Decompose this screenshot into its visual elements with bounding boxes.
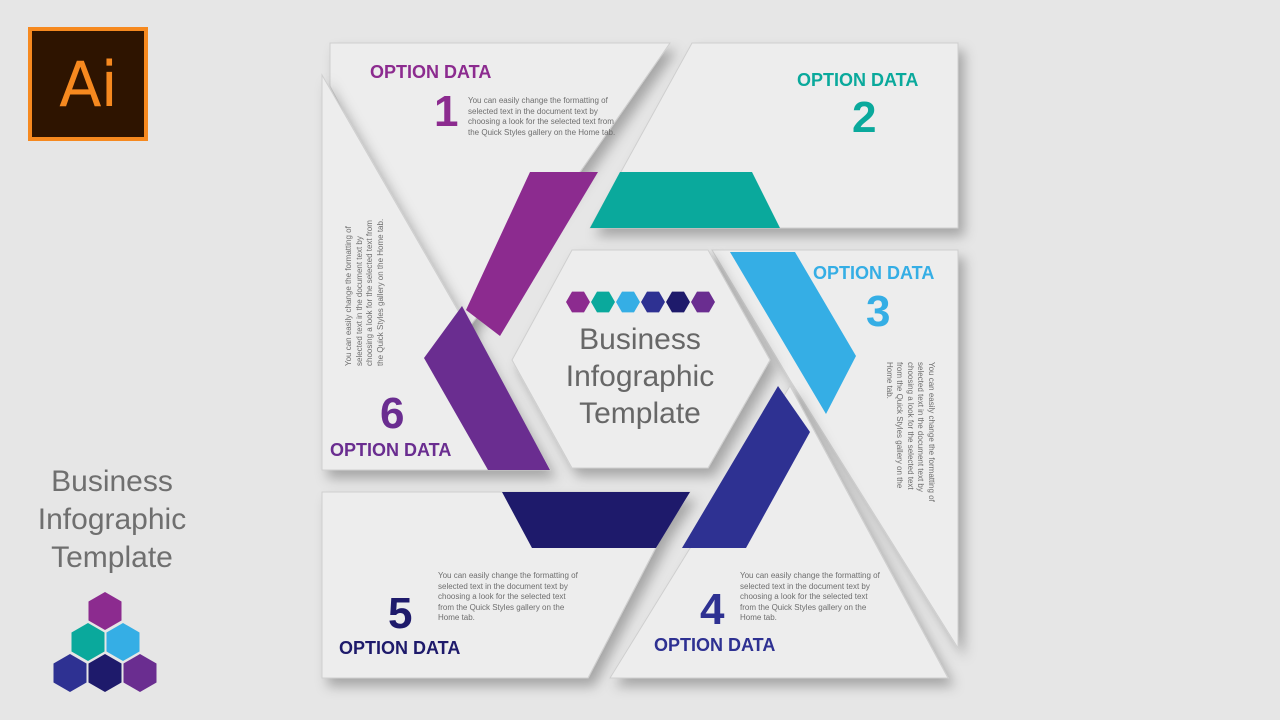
segment-1-purple bbox=[466, 172, 598, 336]
center-hexagon-5 bbox=[666, 291, 690, 313]
option-3-number: 3 bbox=[866, 287, 891, 336]
center-hexagon-row bbox=[566, 291, 715, 313]
center-hexagon-4 bbox=[641, 291, 665, 313]
option-3-body: You can easily change the formatting of … bbox=[885, 362, 936, 502]
center-title: Business Infographic Template bbox=[550, 321, 730, 432]
center-title-line-2: Infographic bbox=[565, 360, 715, 393]
segment-2-teal bbox=[590, 172, 780, 228]
center-title-line-1: Business bbox=[579, 323, 701, 356]
illustrator-logo: Ai bbox=[28, 27, 148, 141]
option-5-label: OPTION DATA bbox=[339, 638, 461, 658]
option-5-body: You can easily change the formatting of … bbox=[438, 571, 578, 622]
illustrator-logo-text: Ai bbox=[59, 47, 118, 121]
pyramid-hexagon-4 bbox=[53, 654, 87, 692]
panel-option-3 bbox=[711, 249, 959, 650]
option-6-label: OPTION DATA bbox=[330, 440, 452, 460]
segment-6-violet bbox=[424, 306, 550, 470]
center-hexagon-3 bbox=[616, 291, 640, 313]
option-1-body: You can easily change the formatting of … bbox=[468, 96, 616, 137]
side-title-line-3: Template bbox=[51, 541, 173, 574]
segment-5-darknavy bbox=[502, 492, 690, 548]
pyramid-hexagon-3 bbox=[106, 623, 140, 661]
option-4-body: You can easily change the formatting of … bbox=[740, 571, 880, 622]
option-3-label: OPTION DATA bbox=[813, 263, 935, 283]
segment-4-navy bbox=[682, 386, 810, 548]
option-4-number: 4 bbox=[700, 585, 725, 634]
center-hexagon-2 bbox=[591, 291, 615, 313]
side-title: Business Infographic Template bbox=[22, 463, 202, 577]
option-1-label: OPTION DATA bbox=[370, 62, 492, 82]
option-2-number: 2 bbox=[852, 93, 877, 142]
option-5-number: 5 bbox=[388, 589, 413, 638]
segment-3-sky bbox=[730, 252, 856, 414]
pyramid-hexagon-6 bbox=[123, 654, 157, 692]
option-6-body: You can easily change the formatting of … bbox=[344, 218, 385, 366]
option-4-label: OPTION DATA bbox=[654, 635, 776, 655]
center-title-line-3: Template bbox=[579, 397, 701, 430]
hexagon-pyramid-logo bbox=[53, 592, 157, 692]
option-2-label: OPTION DATA bbox=[797, 70, 919, 90]
pyramid-hexagon-5 bbox=[88, 654, 122, 692]
pyramid-hexagon-1 bbox=[88, 592, 122, 630]
option-1-number: 1 bbox=[434, 87, 459, 136]
center-hexagon-6 bbox=[691, 291, 715, 313]
option-6-number: 6 bbox=[380, 389, 405, 438]
side-title-line-1: Business bbox=[51, 465, 173, 498]
pyramid-hexagon-2 bbox=[71, 623, 105, 661]
center-hexagon-1 bbox=[566, 291, 590, 313]
side-title-line-2: Infographic bbox=[37, 503, 187, 536]
